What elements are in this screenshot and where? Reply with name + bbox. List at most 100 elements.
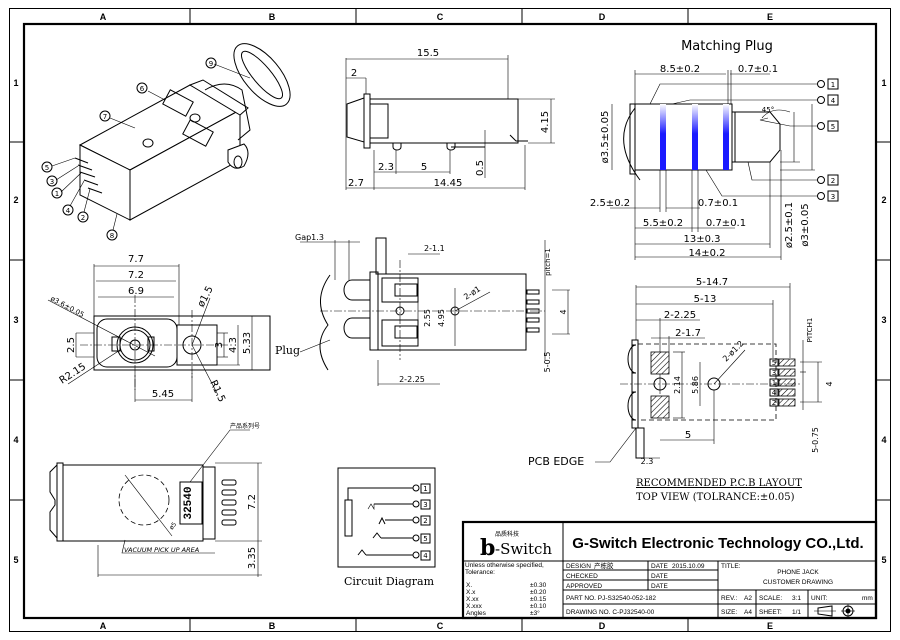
circuit-pin-3: 3 xyxy=(423,501,427,509)
dim-overall: 5-14.7 xyxy=(696,277,728,288)
dim-post: 2-ø1 xyxy=(462,284,482,301)
dim-tab: 0.5 xyxy=(475,160,486,176)
row-labels-right: 1 2 3 4 5 xyxy=(881,78,886,565)
dim-tip-dia: ø2.5±0.1 xyxy=(784,202,795,248)
circuit-pin-4: 4 xyxy=(423,552,428,560)
plug-pins: 1 4 5 2 3 xyxy=(817,78,839,202)
dim-x1: 2-2.25 xyxy=(664,310,696,321)
rev-value: A2 xyxy=(744,595,752,602)
tolerance-header: Unless otherwise specified, Tolerance: xyxy=(465,562,544,576)
logo-cn: 品质科技 xyxy=(495,530,519,538)
row-label: 1 xyxy=(881,78,886,88)
scale-label: SCALE: xyxy=(759,595,782,602)
plug-pin-1: 1 xyxy=(831,81,835,89)
scale-value: 3:1 xyxy=(792,595,801,602)
dim-front: 2 xyxy=(351,68,357,79)
row-label: 4 xyxy=(13,435,18,445)
dim-h: 7.2 xyxy=(247,494,258,510)
title-block-border xyxy=(461,520,878,620)
dim-angle: 45° xyxy=(762,106,774,114)
bottom-pins xyxy=(221,479,237,526)
date-label: DATE xyxy=(651,583,669,590)
dim-gap2: 0.7±0.1 xyxy=(706,218,746,229)
date-label: DATE xyxy=(651,563,669,570)
bottom-dim-lines xyxy=(97,429,262,577)
tol-key: X.x xyxy=(466,589,476,596)
dim-gap: Gap1.3 xyxy=(295,233,324,242)
dim-pitch: 5 xyxy=(421,162,427,173)
callout-4: 4 xyxy=(66,207,71,215)
tol-key: Angles xyxy=(466,610,487,617)
col-label: D xyxy=(599,621,606,631)
dim-pad: 5-0.5 xyxy=(543,352,552,373)
dim-pad-w: 5-0.75 xyxy=(811,427,820,453)
dim-span: 4 xyxy=(825,381,834,386)
tol-value: ±3° xyxy=(530,609,540,617)
col-label: B xyxy=(269,621,276,631)
dim-h1: 2.5 xyxy=(66,337,77,353)
dim-h3: 4.3 xyxy=(228,337,239,353)
callout-5: 5 xyxy=(45,164,49,172)
dim-pitch: pitch=1 xyxy=(544,248,552,276)
series-note: 产品系列号 xyxy=(230,422,260,430)
tol-value: ±0.15 xyxy=(530,596,547,603)
unit-label: UNIT: xyxy=(811,595,827,602)
pcb-layout-view: 5 3 1 4 2 5-14.7 5-13 2-2.25 2-1.7 2-ø1.… xyxy=(528,277,834,503)
unit-value: mm xyxy=(862,595,873,602)
plug-tip xyxy=(731,111,781,163)
pcb-pin-3: 3 xyxy=(772,369,776,377)
row-label: 4 xyxy=(881,435,886,445)
dim-pin1: 2.3 xyxy=(378,162,394,173)
dim-height: 4.15 xyxy=(540,111,551,133)
callout-leaders xyxy=(51,63,251,231)
sheet-frame: A B C D E A B C D E 1 2 3 4 5 1 2 3 4 5 xyxy=(9,8,891,632)
dim-pads: 5-13 xyxy=(694,294,717,305)
front-view: 7.7 7.2 6.9 ø3.6±0.05 ø1.5 2.5 R2.15 R1.… xyxy=(47,254,271,404)
circuit-diagram: 1 3 2 5 4 Circuit Diagram xyxy=(337,467,436,588)
dim-d2: 4.95 xyxy=(437,309,446,327)
pcb-dim-lines xyxy=(595,283,822,463)
outer-border xyxy=(9,8,891,632)
dim-ring-dia: ø3±0.05 xyxy=(800,203,811,246)
rev-label: REV.: xyxy=(721,595,738,602)
column-labels-bottom: A B C D E xyxy=(100,621,773,631)
bottom-body xyxy=(62,464,204,542)
plug-pin-2: 2 xyxy=(831,177,835,185)
dim-w3: 6.9 xyxy=(128,286,144,297)
logo-b-icon: b xyxy=(480,535,495,561)
plug-dim-lines xyxy=(610,70,815,260)
dim-w2: 7.2 xyxy=(128,270,144,281)
side-dim-lines xyxy=(345,55,555,190)
dim-r2: R1.5 xyxy=(207,379,227,404)
dim-body: 14.45 xyxy=(434,178,463,189)
circuit-pin-2: 2 xyxy=(423,517,427,525)
dim-circle-dia: ø5 xyxy=(168,521,178,531)
tolerance-header-wrap: Unless otherwise specified, Tolerance: xyxy=(465,562,544,576)
callout-6: 6 xyxy=(140,85,145,93)
tol-value: ±0.20 xyxy=(530,589,547,596)
callout-9: 9 xyxy=(209,60,213,68)
dim-h2: 3 xyxy=(214,342,225,348)
dim-len-a: 8.5±0.2 xyxy=(660,64,700,75)
plug-sleeve xyxy=(634,103,733,171)
iso-pins xyxy=(74,157,103,194)
plug-pin-leaders xyxy=(649,83,818,197)
sheet-label: SHEET: xyxy=(759,609,782,616)
matching-plug-title: Matching Plug xyxy=(681,39,773,54)
dim-span: 4 xyxy=(559,309,568,314)
pcb-layout-title: RECOMMENDED P.C.B LAYOUT xyxy=(636,478,802,489)
plug-label: Plug xyxy=(275,344,300,357)
dim-h4: 5.33 xyxy=(242,332,253,354)
tol-value: ±0.10 xyxy=(530,603,547,610)
bottom-view: 32540 产品系列号 VACUUM PICK UP AREA ø5 7.2 3… xyxy=(49,422,262,577)
row-label: 5 xyxy=(13,555,18,565)
date-value: 2015.10.09 xyxy=(672,563,705,570)
row-label: 2 xyxy=(881,195,886,205)
dim-y2: 5.86 xyxy=(691,376,700,394)
title-label: TITLE: xyxy=(721,563,741,570)
plug-outline xyxy=(319,274,331,371)
size-value: A4 xyxy=(744,609,752,616)
dim-tip-len: 13±0.3 xyxy=(683,234,720,245)
projection-symbol-icon xyxy=(814,604,855,618)
